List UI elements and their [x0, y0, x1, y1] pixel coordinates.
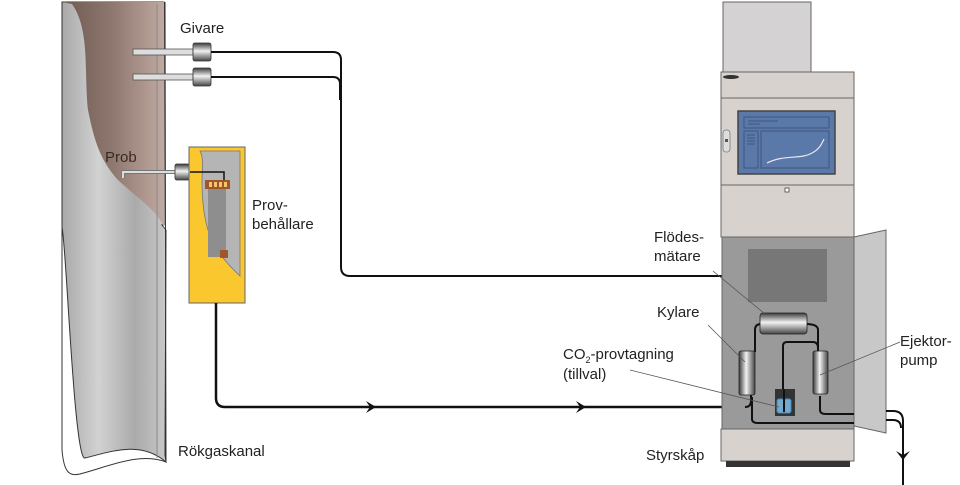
flue-gas-duct — [61, 1, 167, 476]
sensor-cable-lower — [211, 76, 341, 100]
cabinet-mid-panel — [720, 184, 855, 238]
cabinet-base — [720, 428, 855, 462]
cabinet-plinth — [726, 461, 850, 467]
cabinet-header — [720, 71, 855, 99]
filter-element-top — [205, 180, 230, 189]
screen-trend-curve — [766, 138, 825, 164]
label-co2-prefix: CO — [563, 346, 586, 363]
leader-flow-meter — [712, 270, 766, 315]
control-cabinet — [720, 1, 887, 467]
label-ejektorpump-1: Ejektor- — [900, 333, 952, 350]
sensor-upper — [132, 42, 212, 62]
label-co2-suffix: -provtagning — [590, 346, 674, 363]
cooler — [738, 350, 756, 396]
exhaust-arrow — [896, 451, 910, 460]
leader-co2 — [629, 369, 780, 408]
internal-piping — [744, 323, 904, 485]
electronics-box — [748, 249, 827, 302]
label-flodesmatare-2: mätare — [654, 248, 701, 265]
leader-ejector-pump — [819, 341, 901, 376]
display-screen — [737, 110, 836, 175]
probe — [121, 163, 191, 181]
label-provbehallare-1: Prov- — [252, 197, 288, 214]
leader-lines — [629, 270, 901, 408]
label-co2-subscript: 2 — [585, 355, 591, 365]
cabinet-top-box — [722, 1, 812, 73]
label-rokgaskanal: Rökgaskanal — [178, 443, 265, 460]
flow-meter — [759, 312, 808, 335]
label-flodesmatare-1: Flödes- — [654, 229, 705, 246]
label-co2-sampling: CO2-provtagning — [563, 346, 674, 369]
filter-element-bottom — [220, 250, 228, 258]
label-styrskap: Styrskåp — [646, 447, 705, 464]
sample-line — [214, 303, 745, 409]
flow-arrow-2 — [576, 401, 586, 413]
sample-container — [188, 146, 246, 304]
label-prob: Prob — [105, 149, 137, 166]
sensor-cable-upper — [211, 51, 750, 277]
label-provbehallare-2: behållare — [252, 216, 314, 233]
leader-cooler — [707, 324, 746, 363]
sensor-lower — [132, 67, 212, 87]
label-ejektorpump-2: pump — [900, 352, 938, 369]
co2-sampling-unit — [775, 389, 795, 416]
label-kylare: Kylare — [657, 304, 700, 321]
flow-arrow-1 — [366, 401, 376, 413]
label-givare: Givare — [180, 20, 225, 37]
brand-logo — [723, 75, 739, 79]
cabinet-door-open — [853, 229, 887, 434]
label-co2-note: (tillval) — [563, 366, 607, 383]
ejector-pump — [812, 350, 829, 395]
